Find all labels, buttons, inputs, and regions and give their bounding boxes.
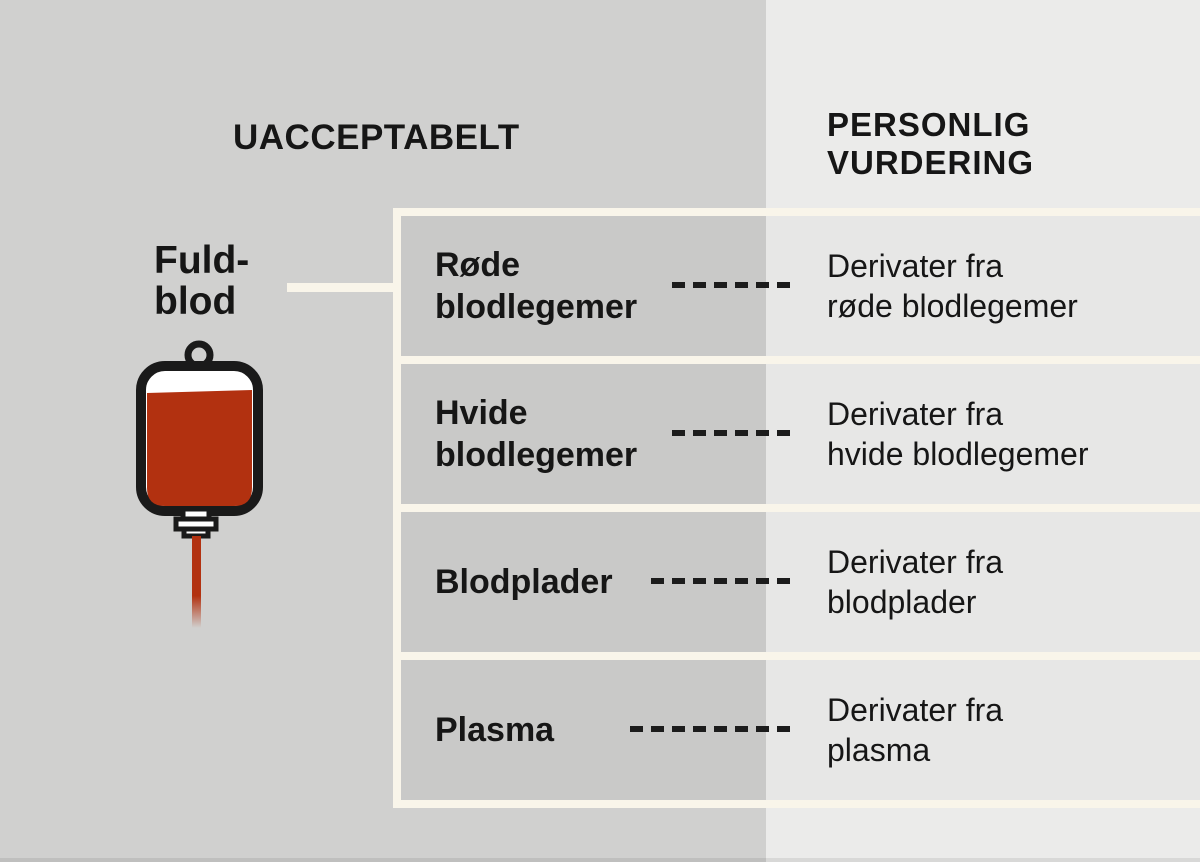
derivative-label: Derivater fra blodplader	[827, 512, 1003, 652]
derivative-label: Derivater fra røde blodlegemer	[827, 216, 1078, 356]
component-label-line1: Røde	[435, 246, 520, 284]
component-label: Hvide blodlegemer	[435, 364, 637, 504]
dash-leader	[672, 282, 790, 288]
derivative-label-line1: Derivater fra	[827, 544, 1004, 580]
heading-personal-decision-line1: PERSONLIG	[827, 106, 1031, 143]
whole-blood-label-line1: Fuld-	[154, 239, 250, 282]
table-row-white-cells: Hvide blodlegemer Derivater fra hvide bl…	[401, 364, 1200, 504]
component-label: Blodplader	[435, 512, 613, 652]
dash-leader	[651, 578, 790, 584]
component-label-line1: Plasma	[435, 711, 555, 749]
derivative-label: Derivater fra plasma	[827, 660, 1003, 800]
derivative-label-line2: blodplader	[827, 584, 977, 620]
derivative-label-line1: Derivater fra	[827, 396, 1004, 432]
heading-unacceptable: UACCEPTABELT	[233, 118, 520, 157]
table-row-platelets: Blodplader Derivater fra blodplader	[401, 512, 1200, 652]
component-label: Røde blodlegemer	[435, 216, 637, 356]
component-label-line2: blodlegemer	[435, 436, 638, 474]
whole-blood-label-line2: blod	[154, 280, 237, 323]
blood-bag-icon	[136, 340, 263, 628]
dash-leader	[630, 726, 790, 732]
components-table: Røde blodlegemer Derivater fra røde blod…	[393, 208, 1200, 808]
derivative-label-line2: plasma	[827, 732, 931, 768]
derivative-label-line2: røde blodlegemer	[827, 288, 1078, 324]
component-label-line1: Blodplader	[435, 563, 613, 601]
heading-personal-decision: PERSONLIG VURDERING	[827, 106, 1034, 182]
connector-line	[287, 283, 401, 292]
component-label-line2: blodlegemer	[435, 288, 638, 326]
whole-blood-label: Fuld- blod	[154, 240, 249, 322]
derivative-label-line1: Derivater fra	[827, 692, 1004, 728]
component-label: Plasma	[435, 660, 554, 800]
heading-personal-decision-line2: VURDERING	[827, 144, 1035, 181]
bottom-edge-shadow	[0, 858, 1200, 862]
derivative-label: Derivater fra hvide blodlegemer	[827, 364, 1089, 504]
table-row-red-cells: Røde blodlegemer Derivater fra røde blod…	[401, 216, 1200, 356]
table-row-plasma: Plasma Derivater fra plasma	[401, 660, 1200, 800]
dash-leader	[672, 430, 790, 436]
component-label-line1: Hvide	[435, 394, 528, 432]
derivative-label-line1: Derivater fra	[827, 248, 1004, 284]
derivative-label-line2: hvide blodlegemer	[827, 436, 1089, 472]
